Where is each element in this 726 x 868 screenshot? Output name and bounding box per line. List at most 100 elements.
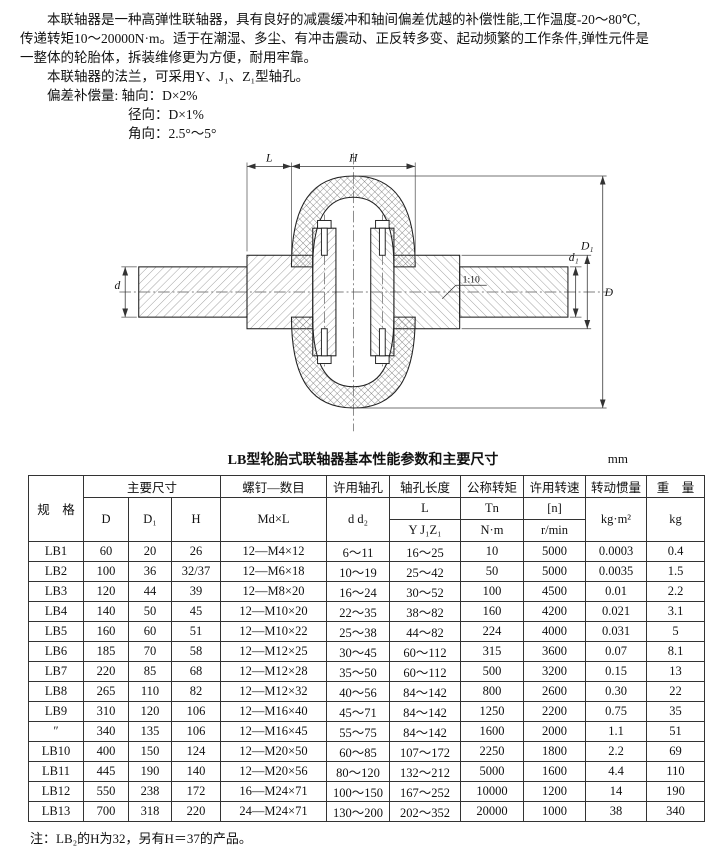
intro-text: 本联轴器是一种高弹性联轴器，具有良好的减震缓冲和轴间偏差优越的补偿性能,工作温度… <box>20 10 706 143</box>
coupling-section <box>138 175 569 409</box>
clamp-bolts <box>317 219 390 365</box>
cell-speed: 2000 <box>523 721 586 742</box>
cell-length: 84～142 <box>389 681 461 702</box>
header-bore-length: 轴孔长度 <box>389 475 461 498</box>
cell-length: 132～212 <box>389 761 461 782</box>
cell-torque: 1600 <box>460 721 524 742</box>
cell-D: 400 <box>83 741 129 762</box>
cell-H: 32/37 <box>171 561 221 582</box>
cell-length: 60～112 <box>389 661 461 682</box>
cell-bore: 16～24 <box>326 581 390 602</box>
header-torque-sub1: Tn <box>460 497 524 520</box>
cell-torque: 224 <box>460 621 524 642</box>
cell-speed: 2200 <box>523 701 586 722</box>
cell-inertia: 0.021 <box>585 601 647 622</box>
cell-inertia: 38 <box>585 801 647 822</box>
document-page: 本联轴器是一种高弹性联轴器，具有良好的减震缓冲和轴间偏差优越的补偿性能,工作温度… <box>20 10 706 846</box>
header-bore-length-sub1: L <box>389 497 461 520</box>
cell-D: 445 <box>83 761 129 782</box>
cell-H: 106 <box>171 721 221 742</box>
cell-H: 26 <box>171 541 221 562</box>
cell-spec: LB4 <box>28 601 84 622</box>
cell-speed: 1000 <box>523 801 586 822</box>
cell-bolts: 12—M20×56 <box>220 761 327 782</box>
bolt-shaft <box>378 328 386 357</box>
cell-bolts: 12—M12×25 <box>220 641 327 662</box>
cell-speed: 5000 <box>523 541 586 562</box>
cell-H: 140 <box>171 761 221 782</box>
dim-label-d: d <box>115 279 121 292</box>
dimension-lines: L H d d₁ D₁ <box>115 152 614 409</box>
cell-bore: 80～120 <box>326 761 390 782</box>
cell-bolts: 12—M6×18 <box>220 561 327 582</box>
cell-bolts: 12—M12×28 <box>220 661 327 682</box>
cell-D: 265 <box>83 681 129 702</box>
dim-label-D1: D₁ <box>580 239 593 252</box>
header-weight-sub: kg <box>646 497 705 542</box>
cell-H: 106 <box>171 701 221 722</box>
cell-spec: LB3 <box>28 581 84 602</box>
cell-length: 60～112 <box>389 641 461 662</box>
table-title-row: LB型轮胎式联轴器基本性能参数和主要尺寸 mm <box>20 449 706 469</box>
cell-D: 120 <box>83 581 129 602</box>
coupling-technical-drawing: L H d d₁ D₁ <box>115 152 614 432</box>
cell-D1: 135 <box>128 721 172 742</box>
cell-bore: 100～150 <box>326 781 390 802</box>
bolt-head <box>317 219 332 229</box>
table-row: LB4 140 50 45 12—M10×20 22～35 38～82 160 … <box>28 601 705 622</box>
cell-speed: 3600 <box>523 641 586 662</box>
table-body: LB1 60 20 26 12—M4×12 6～11 16～25 10 5000… <box>28 541 705 822</box>
table-row: LB12 550 238 172 16—M24×71 100～150 167～2… <box>28 781 705 802</box>
cell-H: 39 <box>171 581 221 602</box>
cell-inertia: 14 <box>585 781 647 802</box>
cell-length: 38～82 <box>389 601 461 622</box>
cell-torque: 20000 <box>460 801 524 822</box>
cell-D1: 70 <box>128 641 172 662</box>
cell-length: 84～142 <box>389 701 461 722</box>
cell-weight: 69 <box>646 741 705 762</box>
cell-spec: LB5 <box>28 621 84 642</box>
cell-weight: 35 <box>646 701 705 722</box>
cell-speed: 4500 <box>523 581 586 602</box>
cell-torque: 1250 <box>460 701 524 722</box>
bolt-head <box>317 355 332 365</box>
cell-length: 107～172 <box>389 741 461 762</box>
cell-D1: 110 <box>128 681 172 702</box>
cell-D1: 150 <box>128 741 172 762</box>
right-shaft <box>459 266 569 318</box>
cell-spec: LB10 <box>28 741 84 762</box>
cell-bore: 25～38 <box>326 621 390 642</box>
cell-spec: LB11 <box>28 761 84 782</box>
intro-line: 径向：D×1% <box>128 107 204 122</box>
cell-weight: 13 <box>646 661 705 682</box>
header-inertia: 转动惯量 <box>585 475 647 498</box>
cell-length: 44～82 <box>389 621 461 642</box>
cell-H: 68 <box>171 661 221 682</box>
table-row: LB7 220 85 68 12—M12×28 35～50 60～112 500… <box>28 661 705 682</box>
header-weight: 重 量 <box>646 475 705 498</box>
cell-torque: 160 <box>460 601 524 622</box>
cell-weight: 190 <box>646 781 705 802</box>
table-row: LB5 160 60 51 12—M10×22 25～38 44～82 224 … <box>28 621 705 642</box>
taper-label: 1:10 <box>463 274 480 285</box>
cell-D: 140 <box>83 601 129 622</box>
intro-line: 偏差补偿量: 轴向：D×2% <box>47 88 198 103</box>
cell-weight: 5 <box>646 621 705 642</box>
cell-D1: 60 <box>128 621 172 642</box>
cell-spec: LB13 <box>28 801 84 822</box>
table-row: LB2 100 36 32/37 12—M6×18 10～19 25～42 50… <box>28 561 705 582</box>
header-col-H: H <box>171 497 221 542</box>
intro-line: 角向：2.5°～5° <box>128 126 217 141</box>
bolt-shaft <box>320 328 328 357</box>
cell-bolts: 12—M20×50 <box>220 741 327 762</box>
cell-D1: 120 <box>128 701 172 722</box>
cell-bolts: 12—M4×12 <box>220 541 327 562</box>
footnote: 注：LB₂的H为32，另有H＝37的产品。 <box>30 831 252 846</box>
intro-line: 本联轴器是一种高弹性联轴器，具有良好的减震缓冲和轴间偏差优越的补偿性能,工作温度… <box>47 12 641 27</box>
cell-H: 58 <box>171 641 221 662</box>
header-bore: 许用轴孔 <box>326 475 390 498</box>
cell-spec: LB9 <box>28 701 84 722</box>
cell-weight: 2.2 <box>646 581 705 602</box>
bolt-head <box>375 355 390 365</box>
header-inertia-sub: kg·m² <box>585 497 647 542</box>
